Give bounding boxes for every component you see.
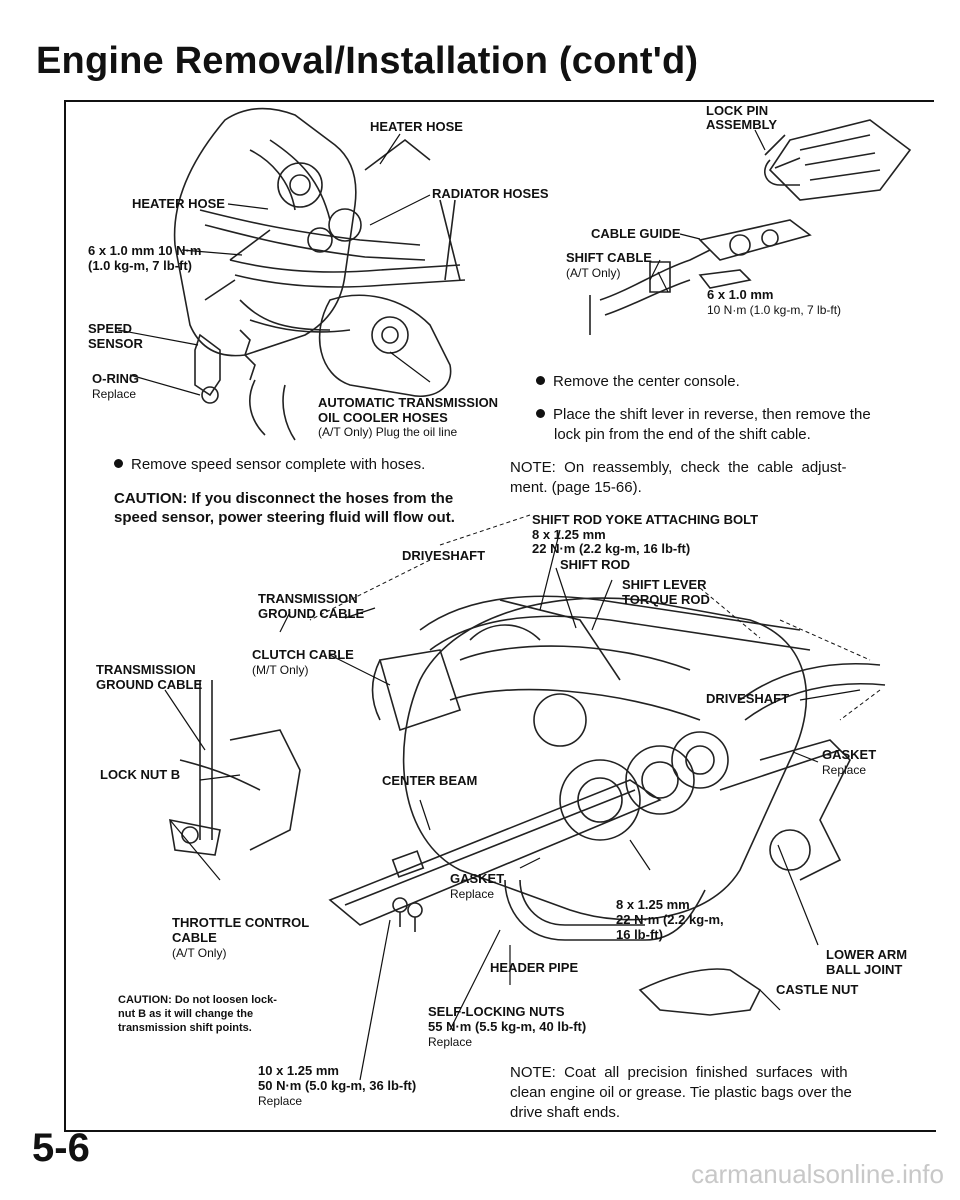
label-pipe-bolt-torque: 22 N·m (2.2 kg-m, (616, 912, 724, 927)
leader-lines (117, 129, 861, 1081)
label-heater-hose-left: HEATER HOSE (132, 196, 225, 211)
label-trans-ground-left: TRANSMISSION (96, 662, 196, 677)
label-o-ring-replace: Replace (92, 387, 137, 401)
label-torque-rod: TORQUE ROD (622, 592, 710, 607)
label-lock-nut: LOCK NUT B (100, 767, 181, 782)
instruction-text: Remove speed sensor complete with hoses. (131, 456, 426, 473)
label-driveshaft-right: DRIVESHAFT (706, 691, 790, 706)
label-o-ring: O-RING (92, 371, 139, 386)
label-pipe-bolt-torque-2: 16 lb-ft) (616, 927, 663, 942)
label-self-locking-torque: 55 N·m (5.5 kg-m, 40 lb-ft) (428, 1019, 587, 1034)
label-throttle-cable: THROTTLE CONTROL (172, 915, 310, 930)
engine-top-left-drawing (173, 107, 466, 441)
label-gasket-mid-sub: Replace (450, 887, 495, 901)
note-reassembly-2: ment. (page 15-66). (510, 479, 642, 496)
label-bolt-spec-torque: (1.0 kg-m, 7 lb-ft) (88, 258, 193, 273)
shift-cable-drawing (589, 119, 912, 335)
label-throttle-cable-3: (A/T Only) (172, 946, 227, 960)
label-heater-hose-top: HEATER HOSE (370, 119, 463, 134)
bullet-icon (114, 459, 123, 468)
label-trans-ground-left-2: GROUND CABLE (96, 677, 203, 692)
label-self-locking-replace: Replace (428, 1035, 473, 1049)
divider (64, 100, 934, 102)
bullet-icon (536, 409, 545, 418)
instruction-remove-sensor: Remove speed sensor complete with hoses. (114, 455, 425, 475)
page-title: Engine Removal/Installation (cont'd) (36, 40, 699, 82)
label-radiator-hoses: RADIATOR HOSES (432, 186, 549, 201)
label-gasket-mid: GASKET (450, 871, 505, 886)
caution-line-2: speed sensor, power steering fluid will … (114, 509, 455, 526)
label-bolt-spec: 6 x 1.0 mm 10 N·m (88, 243, 202, 258)
note-coat-surfaces: NOTE: Coat all precision finished surfac… (510, 1064, 848, 1081)
label-lock-pin: LOCK PIN (706, 103, 769, 118)
caution-line-1: CAUTION: If you disconnect the hoses fro… (114, 490, 454, 507)
label-lock-pin-assembly: ASSEMBLY (706, 117, 778, 132)
label-throttle-cable-2: CABLE (172, 930, 217, 945)
label-shift-lever: SHIFT LEVER (622, 577, 707, 592)
step-shift-lever: Place the shift lever in reverse, then r… (536, 405, 871, 425)
label-gasket-right: GASKET (822, 747, 877, 762)
label-self-locking-nuts: SELF-LOCKING NUTS (428, 1004, 565, 1019)
label-shift-cable-sub: (A/T Only) (566, 266, 621, 280)
label-beam-bolt-torque: 50 N·m (5.0 kg-m, 36 lb-ft) (258, 1078, 417, 1093)
label-lower-arm: LOWER ARM (826, 947, 908, 962)
label-cable-bolt: 6 x 1.0 mm (707, 287, 774, 302)
label-clutch-cable-sub: (M/T Only) (252, 663, 309, 677)
figure-frame (64, 100, 936, 1132)
note-reassembly: NOTE: On reassembly, check the cable adj… (510, 459, 847, 476)
label-beam-bolt: 10 x 1.25 mm (258, 1063, 339, 1078)
label-shift-cable: SHIFT CABLE (566, 250, 652, 265)
note-coat-surfaces-2: clean engine oil or grease. Tie plastic … (510, 1084, 852, 1101)
transmission-drawing (169, 595, 886, 1016)
watermark: carmanualsonline.info (691, 1159, 944, 1189)
label-pipe-bolt: 8 x 1.25 mm (616, 897, 690, 912)
label-yoke-spec: 8 x 1.25 mm (532, 527, 606, 542)
bullet-icon (536, 376, 545, 385)
label-shift-rod-yoke: SHIFT ROD YOKE ATTACHING BOLT (532, 512, 759, 527)
label-gasket-right-sub: Replace (822, 763, 867, 777)
step-text: Remove the center console. (553, 373, 740, 390)
label-speed-sensor: SPEED (88, 321, 133, 336)
label-atf-cooler-2: OIL COOLER HOSES (318, 410, 448, 425)
caution-lock-nut-2: nut B as it will change the (118, 1008, 254, 1020)
label-atf-cooler-3: (A/T Only) Plug the oil line (318, 425, 458, 439)
label-center-beam: CENTER BEAM (382, 773, 478, 788)
note-coat-surfaces-3: drive shaft ends. (510, 1104, 621, 1121)
label-yoke-torque: 22 N·m (2.2 kg-m, 16 lb-ft) (532, 541, 691, 556)
label-cable-guide: CABLE GUIDE (591, 226, 681, 241)
label-atf-cooler: AUTOMATIC TRANSMISSION (318, 395, 499, 410)
label-castle-nut: CASTLE NUT (776, 982, 859, 997)
label-trans-ground-mid-2: GROUND CABLE (258, 606, 365, 621)
label-shift-rod: SHIFT ROD (560, 557, 631, 572)
label-ball-joint: BALL JOINT (826, 962, 903, 977)
label-speed-sensor-2: SENSOR (88, 336, 143, 351)
caution-lock-nut-3: transmission shift points. (118, 1022, 252, 1034)
step-shift-lever-2: lock pin from the end of the shift cable… (554, 426, 811, 443)
caution-lock-nut: CAUTION: Do not loosen lock- (118, 994, 277, 1006)
label-clutch-cable: CLUTCH CABLE (252, 647, 354, 662)
label-driveshaft-top: DRIVESHAFT (402, 548, 486, 563)
label-header-pipe: HEADER PIPE (490, 960, 579, 975)
step-text: Place the shift lever in reverse, then r… (553, 406, 871, 423)
page-number: 5-6 (32, 1126, 90, 1170)
step-remove-console: Remove the center console. (536, 372, 740, 392)
label-beam-bolt-replace: Replace (258, 1094, 303, 1108)
label-cable-bolt-torque: 10 N·m (1.0 kg-m, 7 lb-ft) (707, 303, 842, 317)
label-trans-ground-mid: TRANSMISSION (258, 591, 358, 606)
dashed-guides (309, 514, 881, 721)
